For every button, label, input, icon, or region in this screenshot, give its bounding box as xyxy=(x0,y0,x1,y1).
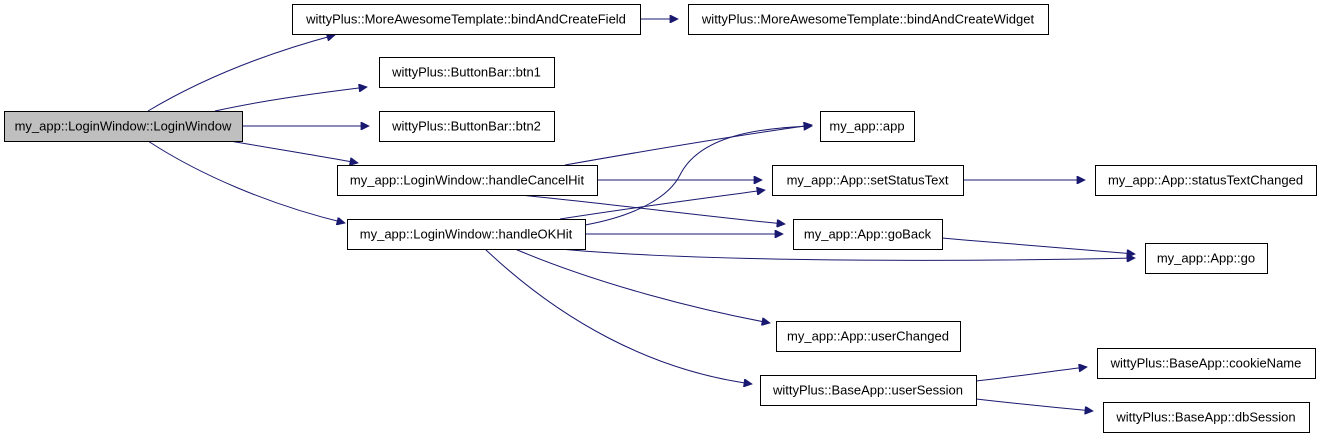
node-box xyxy=(793,219,943,250)
node-label: my_app::App::statusTextChanged xyxy=(1108,173,1303,188)
node-go[interactable]: my_app::App::go xyxy=(1145,243,1268,274)
edges xyxy=(147,19,1135,411)
node-box xyxy=(1103,402,1310,433)
node-box xyxy=(820,111,915,142)
node-label: my_app::App::goBack xyxy=(804,227,932,242)
node-box xyxy=(1145,243,1268,274)
edge-login-window-to-handle-ok-hit xyxy=(147,140,345,223)
node-box xyxy=(772,165,964,196)
edge-handle-ok-hit-to-user-session xyxy=(484,248,752,384)
node-btn1[interactable]: wittyPlus::ButtonBar::btn1 xyxy=(379,57,555,88)
edge-handle-cancel-hit-to-app xyxy=(564,125,812,166)
node-label: my_app::app xyxy=(829,119,904,134)
node-label: wittyPlus::ButtonBar::btn1 xyxy=(391,65,541,80)
node-user-session[interactable]: wittyPlus::BaseApp::userSession xyxy=(760,375,977,406)
node-login-window: my_app::LoginWindow::LoginWindow xyxy=(4,111,243,142)
edge-handle-ok-hit-to-user-changed xyxy=(514,248,770,323)
node-label: wittyPlus::BaseApp::dbSession xyxy=(1115,410,1295,425)
node-box xyxy=(379,57,555,88)
node-box xyxy=(4,111,243,142)
node-set-status-text[interactable]: my_app::App::setStatusText xyxy=(772,165,964,196)
node-cookie-name[interactable]: wittyPlus::BaseApp::cookieName xyxy=(1097,348,1316,379)
node-label: wittyPlus::MoreAwesomeTemplate::bindAndC… xyxy=(305,12,626,27)
node-label: my_app::App::go xyxy=(1157,251,1255,266)
edge-login-window-to-handle-cancel-hit xyxy=(229,140,358,163)
edge-user-session-to-db-session xyxy=(975,398,1093,411)
node-btn2[interactable]: wittyPlus::ButtonBar::btn2 xyxy=(379,111,555,142)
node-box xyxy=(776,321,961,352)
node-box xyxy=(347,219,586,250)
node-go-back[interactable]: my_app::App::goBack xyxy=(793,219,943,250)
node-handle-ok-hit[interactable]: my_app::LoginWindow::handleOKHit xyxy=(347,219,586,250)
node-box xyxy=(688,4,1049,35)
node-box xyxy=(379,111,555,142)
node-app[interactable]: my_app::app xyxy=(820,111,915,142)
node-label: my_app::LoginWindow::handleCancelHit xyxy=(350,173,585,188)
node-label: my_app::LoginWindow::LoginWindow xyxy=(15,119,232,134)
node-status-text-changed[interactable]: my_app::App::statusTextChanged xyxy=(1095,165,1317,196)
node-box xyxy=(1097,348,1316,379)
edge-handle-ok-hit-to-go xyxy=(559,248,1135,260)
edge-user-session-to-cookie-name xyxy=(975,367,1087,382)
node-label: my_app::App::userChanged xyxy=(787,329,949,344)
node-box xyxy=(1095,165,1317,196)
node-box xyxy=(292,4,641,35)
node-label: my_app::App::setStatusText xyxy=(787,173,949,188)
node-label: wittyPlus::BaseApp::cookieName xyxy=(1110,356,1302,371)
edge-login-window-to-btn1 xyxy=(214,87,367,112)
node-handle-cancel-hit[interactable]: my_app::LoginWindow::handleCancelHit xyxy=(337,165,598,196)
edge-handle-ok-hit-to-app xyxy=(584,126,812,226)
node-bind-create-field[interactable]: wittyPlus::MoreAwesomeTemplate::bindAndC… xyxy=(292,4,641,35)
node-label: wittyPlus::ButtonBar::btn2 xyxy=(391,119,541,134)
node-label: wittyPlus::BaseApp::userSession xyxy=(772,383,963,398)
node-db-session[interactable]: wittyPlus::BaseApp::dbSession xyxy=(1103,402,1310,433)
node-box xyxy=(760,375,977,406)
node-bind-create-widget[interactable]: wittyPlus::MoreAwesomeTemplate::bindAndC… xyxy=(688,4,1049,35)
edge-go-back-to-go xyxy=(941,237,1135,254)
node-user-changed[interactable]: my_app::App::userChanged xyxy=(776,321,961,352)
node-box xyxy=(337,165,598,196)
edge-handle-cancel-hit-to-go-back xyxy=(519,194,785,224)
edge-handle-ok-hit-to-set-status-text xyxy=(559,190,765,220)
node-label: wittyPlus::MoreAwesomeTemplate::bindAndC… xyxy=(701,12,1035,27)
nodes: my_app::LoginWindow::LoginWindowwittyPlu… xyxy=(4,4,1317,433)
edge-login-window-to-bind-create-field xyxy=(147,35,335,112)
node-label: my_app::LoginWindow::handleOKHit xyxy=(360,227,573,242)
